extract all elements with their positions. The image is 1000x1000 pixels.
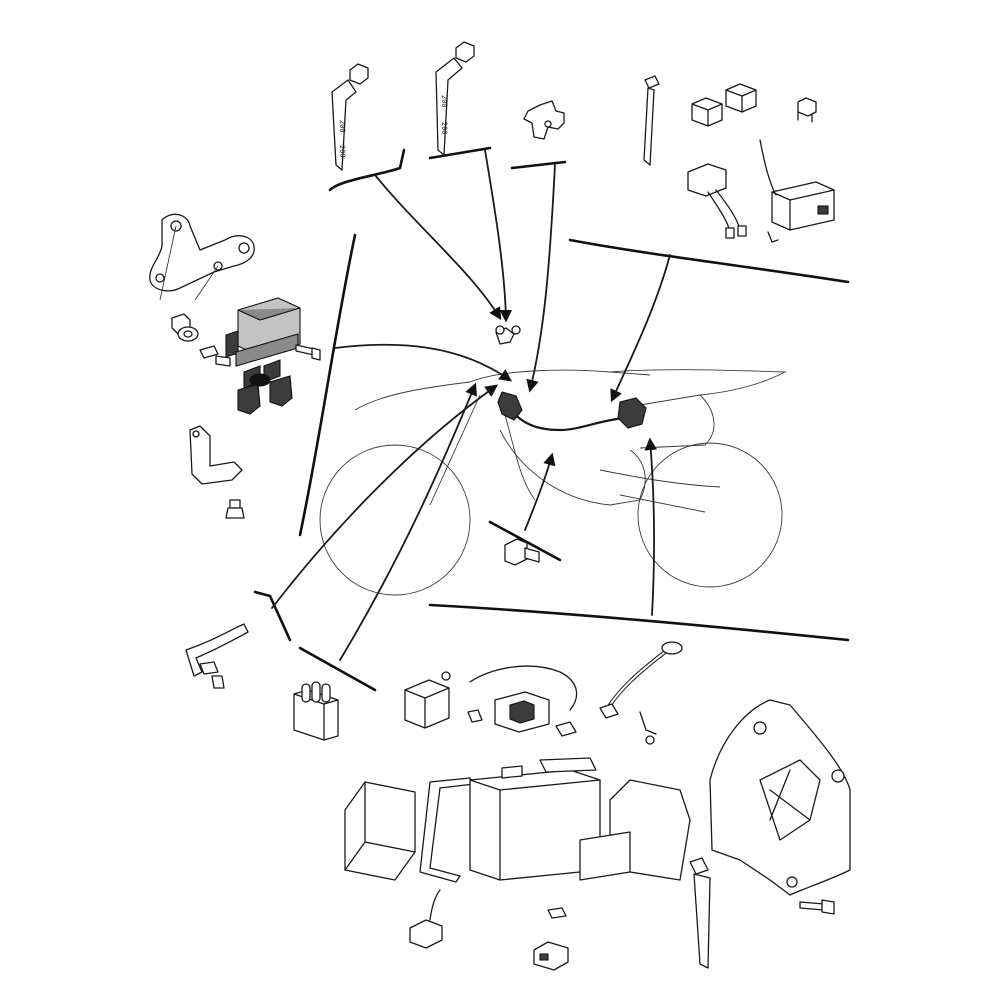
harness-cluster-rear <box>617 397 647 429</box>
ignition-coil <box>225 297 301 415</box>
cable-tie-1: 200 200 <box>331 63 369 171</box>
callout-leaders <box>253 146 850 692</box>
cable-tie-3 <box>643 75 660 166</box>
cable-tie-1-marking-2: 200 <box>338 145 346 158</box>
battery-box-frame <box>709 699 851 896</box>
swingarm <box>619 494 706 513</box>
small-clip <box>547 907 567 919</box>
exhaust-line <box>599 469 721 488</box>
motorcycle-outline <box>319 369 787 596</box>
battery-cover <box>344 781 416 881</box>
box-bolt <box>799 899 835 915</box>
battery-spacer-pad <box>539 757 597 773</box>
center-bolt <box>504 538 540 566</box>
side-cover <box>639 394 715 449</box>
connector-cap-2 <box>725 83 757 113</box>
rubber-pad <box>579 831 631 881</box>
starter-relay <box>467 665 578 737</box>
connector-cap-1 <box>691 97 723 127</box>
fuse-block <box>293 681 339 741</box>
collar-and-washers <box>171 313 199 342</box>
long-cable-tie <box>689 857 711 969</box>
engine-area <box>499 429 646 506</box>
front-fender <box>354 381 471 411</box>
coil-bolt-right <box>295 344 321 361</box>
connector-bottom <box>533 941 569 971</box>
cable-tie-1-marking: 200 <box>338 120 346 133</box>
cable-tie-2-marking: 200 <box>440 95 448 108</box>
ground-lead-bracket <box>185 623 249 689</box>
battery-band <box>419 777 475 883</box>
front-fork <box>429 394 481 506</box>
seat-rear-fender <box>609 369 787 406</box>
relay-connector-set <box>687 163 747 239</box>
mounting-bracket <box>149 213 255 301</box>
sensor-bracket-left <box>189 425 243 485</box>
rear-wheel <box>637 442 783 588</box>
battery-lead <box>599 641 683 745</box>
harness-clamp <box>523 100 565 140</box>
frame-downtube <box>504 414 536 501</box>
relay-with-leads <box>404 671 451 729</box>
front-wheel <box>319 444 471 596</box>
fuel-tank <box>469 369 651 383</box>
coil-bolt-left <box>199 345 231 367</box>
fuse-small <box>797 97 817 123</box>
harness-cluster-front <box>497 391 523 421</box>
cable-tie-2-marking-2: 200 <box>440 122 448 135</box>
wire-harness-on-bike <box>495 325 647 432</box>
sensor-with-lead <box>409 889 443 949</box>
cable-tie-2: 200 200 <box>435 41 475 156</box>
control-unit-box <box>759 139 835 243</box>
bracket-bolt-left <box>225 499 245 519</box>
